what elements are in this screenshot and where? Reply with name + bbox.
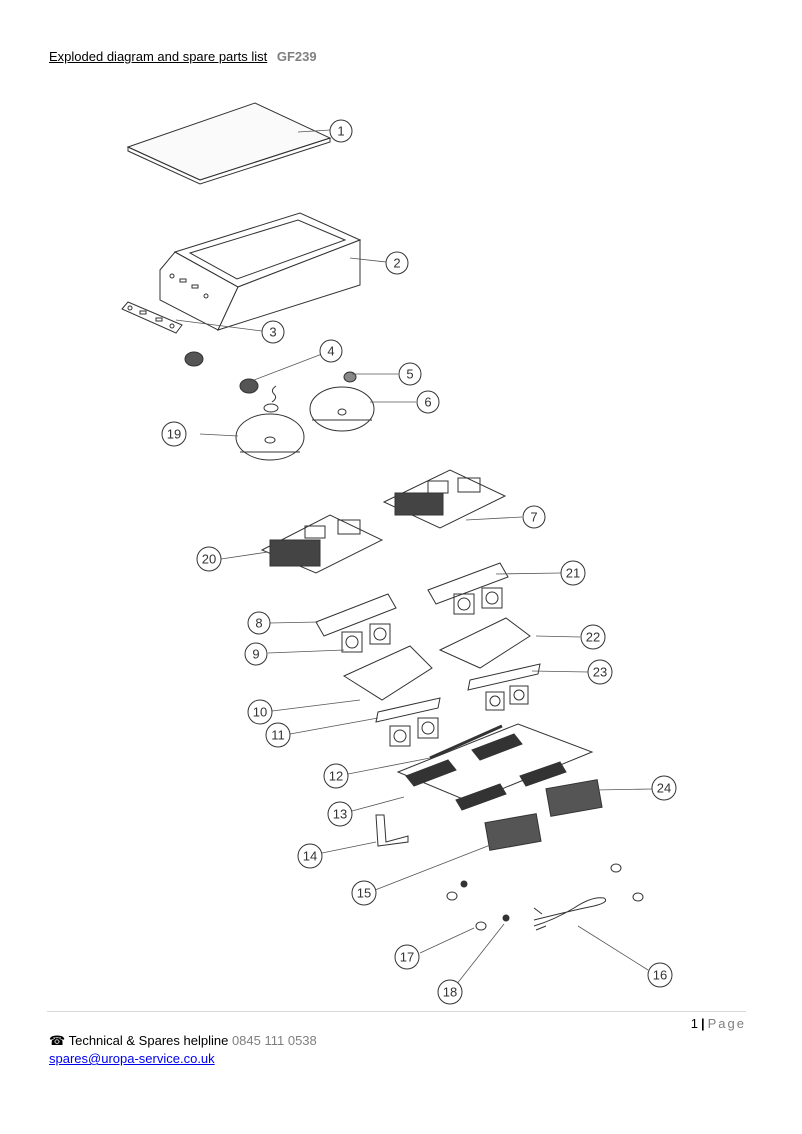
part-pcb-left [260, 514, 384, 574]
svg-text:15: 15 [357, 886, 371, 901]
svg-text:9: 9 [252, 647, 259, 662]
callout-3: 3 [261, 320, 285, 344]
callout-17: 17 [394, 944, 420, 970]
callout-8: 8 [247, 611, 271, 635]
svg-text:22: 22 [586, 630, 600, 645]
svg-text:21: 21 [566, 566, 580, 581]
part-feet [446, 863, 644, 931]
part-mains-cable [533, 897, 607, 931]
spares-email-link[interactable]: spares@uropa-service.co.uk [49, 1051, 215, 1066]
callout-13: 13 [327, 801, 353, 827]
phone-icon: ☎ [49, 1033, 66, 1048]
part-bracket [375, 814, 409, 847]
part-fan-bracket-right [427, 562, 509, 615]
callout-14: 14 [297, 843, 323, 869]
svg-text:18: 18 [443, 985, 457, 1000]
callout-16: 16 [647, 962, 673, 988]
callout-24: 24 [651, 775, 677, 801]
page-label: Page [707, 1016, 746, 1031]
page-separator: | [700, 1016, 705, 1031]
svg-text:11: 11 [271, 728, 285, 743]
svg-text:4: 4 [327, 344, 334, 359]
page-title: Exploded diagram and spare parts list GF… [49, 49, 317, 64]
callout-23: 23 [587, 659, 613, 685]
svg-text:19: 19 [167, 427, 181, 442]
page-number: 1|Page [691, 1016, 746, 1031]
svg-text:10: 10 [253, 705, 267, 720]
callout-20: 20 [196, 546, 222, 572]
callout-2: 2 [385, 251, 409, 275]
callout-7: 7 [522, 505, 546, 529]
svg-text:6: 6 [424, 395, 431, 410]
part-filter-24 [545, 779, 603, 817]
part-induction-coil-left [235, 403, 305, 461]
svg-text:5: 5 [406, 367, 413, 382]
callout-11: 11 [265, 722, 291, 748]
callout-6: 6 [416, 390, 440, 414]
part-filter-15 [484, 813, 542, 851]
svg-text:16: 16 [653, 968, 667, 983]
svg-text:1: 1 [337, 124, 344, 139]
callout-19: 19 [161, 421, 187, 447]
callout-12: 12 [323, 763, 349, 789]
svg-text:8: 8 [255, 616, 262, 631]
callout-4: 4 [319, 339, 343, 363]
part-fan-tray-right [438, 617, 541, 711]
svg-text:7: 7 [530, 510, 537, 525]
part-base-plate [396, 723, 594, 811]
model-number: GF239 [276, 49, 317, 64]
footer-divider [47, 1011, 746, 1012]
part-fan-bracket-left [315, 593, 397, 653]
svg-text:14: 14 [303, 849, 317, 864]
callout-15: 15 [351, 880, 377, 906]
svg-text:12: 12 [329, 769, 343, 784]
svg-text:23: 23 [593, 665, 607, 680]
callout-1: 1 [329, 119, 353, 143]
svg-text:17: 17 [400, 950, 414, 965]
part-induction-coil-right [309, 386, 375, 432]
part-control-panel [121, 301, 183, 334]
exploded-diagram: 1 2 3 4 5 6 7 8 9 10 11 12 13 14 15 16 1… [121, 102, 677, 1005]
part-knobs [184, 351, 357, 403]
svg-text:20: 20 [202, 552, 216, 567]
helpline: ☎ Technical & Spares helpline 0845 111 0… [49, 1033, 317, 1049]
callout-5: 5 [398, 362, 422, 386]
callout-18: 18 [437, 979, 463, 1005]
svg-text:3: 3 [269, 325, 276, 340]
part-housing [159, 212, 362, 331]
part-glass-top [126, 102, 332, 185]
part-fan-tray-left [342, 645, 441, 747]
document-title: Exploded diagram and spare parts list [49, 49, 268, 64]
part-pcb-right [382, 469, 507, 529]
svg-text:13: 13 [333, 807, 347, 822]
svg-text:2: 2 [393, 256, 400, 271]
callout-21: 21 [560, 560, 586, 586]
callout-10: 10 [247, 699, 273, 725]
helpline-number: 0845 111 0538 [231, 1033, 317, 1048]
callout-22: 22 [580, 624, 606, 650]
page-number-value: 1 [690, 1016, 698, 1031]
helpline-label: Technical & Spares helpline [68, 1033, 229, 1048]
svg-text:24: 24 [657, 781, 671, 796]
callout-9: 9 [244, 642, 268, 666]
part-strip [429, 724, 503, 760]
